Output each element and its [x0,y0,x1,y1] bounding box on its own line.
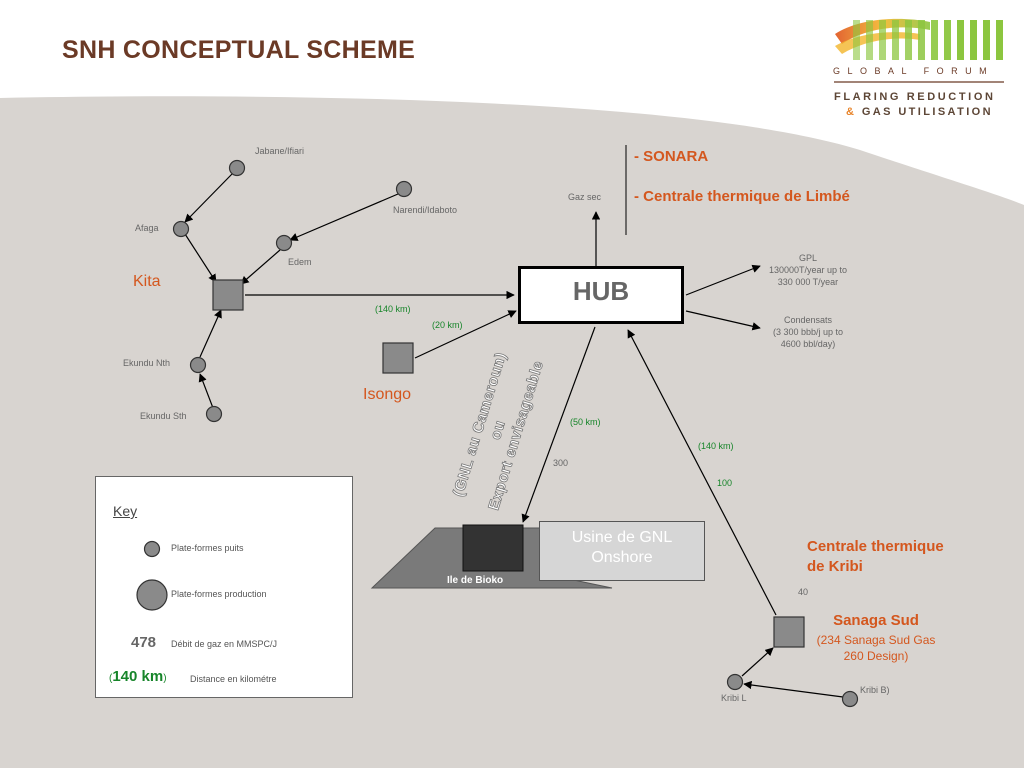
usine-gnl-box: Usine de GNL Onshore [539,521,705,581]
gpl-line-2: 130000T/year up to [768,265,848,275]
dash-limbe: - [634,188,639,205]
centrale-kribi-line-2: de Kribi [807,558,863,575]
arrow-jabane-afaga [184,173,233,223]
usine-line-2: Onshore [591,549,653,566]
label-kribi-b: Kribi B) [860,685,890,695]
logo-gas-utilisation-text: GAS UTILISATION [861,106,993,118]
arrow-hub-usine [521,326,596,523]
arrow-afaga-kita [184,233,217,283]
label-kribi-l: Kribi L [721,693,747,703]
centrale-kribi-line-1: Centrale thermique [807,538,944,555]
legend-box: Key Plate-formes puits Plate-formes prod… [95,476,353,698]
gpl-line-3: 330 000 T/year [777,277,839,287]
page-title: SNH CONCEPTUAL SCHEME [62,36,416,64]
arrow-kribib-kribil [743,680,844,698]
consumer-sonara: - SONARA [634,148,708,165]
arrow-edem-kita [240,249,281,285]
legend-km-number: 140 km [112,668,164,685]
logo-ampersand: & [846,106,857,118]
legend-well-symbol [143,540,161,558]
consumer-limbe: - Centrale thermique de Limbé [634,188,850,205]
label-ekundu-sth: Ekundu Sth [140,411,187,421]
platform-kita [212,279,244,311]
logo-gas-utilisation: & GAS UTILISATION [846,106,993,118]
distance-hub-usine: (50 km) [570,417,601,427]
well-edem [275,234,293,252]
sonara-text: SONARA [643,148,709,165]
condensats-line-3: 4600 bbl/day) [780,339,836,349]
well-ekundu-sth [205,405,223,423]
label-edem: Edem [288,257,312,267]
distance-kita-hub: (140 km) [375,304,411,314]
legend-flow-value: 478 [131,634,157,651]
well-afaga [172,220,190,238]
legend-production-text: Plate-formes production [171,589,267,599]
legend-flow-text: Débit de gaz en MMSPC/J [171,639,278,649]
flow-hub-usine: 300 [553,458,569,468]
label-gaz-sec: Gaz sec [568,192,602,202]
condensats-line-2: (3 300 bbb/j up to [772,327,844,337]
limbe-text: Centrale thermique de Limbé [643,188,850,205]
logo-global-forum: GLOBAL FORUM [833,66,995,76]
legend-km-close: ) [163,673,167,684]
label-isongo: Isongo [363,386,412,403]
label-jabane: Jabane/Ifiari [255,146,305,156]
dash-sonara: - [634,148,639,165]
hub-box: HUB [518,266,684,324]
label-ile-de-bioko: Ile de Bioko [447,575,504,586]
well-ekundu-nth [189,356,207,374]
label-kita: Kita [133,273,161,290]
legend-production-symbol [136,579,168,611]
global-forum-logo-graphic [834,18,1004,83]
well-kribi-b [841,690,859,708]
arrow-kribil-sanaga [741,647,774,677]
label-ekundu-nth: Ekundu Nth [123,358,171,368]
flow-kribi-centrale: 40 [798,587,809,597]
logo-flaring-reduction: FLARING REDUCTION [834,91,996,103]
arrow-hub-gpl [685,264,761,296]
arrow-sanaga-hub [627,329,777,616]
arrow-hub-condensats [685,310,761,331]
label-sanaga-sud-detail: (234 Sanaga Sud Gas 260 Design) [817,632,936,664]
legend-km-value: (140 km) [109,668,167,686]
sanaga-detail-line-1: (234 Sanaga Sud Gas [816,633,936,647]
flow-sanaga-hub: 100 [717,478,733,488]
platform-sanaga-sud [773,616,805,648]
condensats-line-1: Condensats [783,315,833,325]
well-jabane [228,159,246,177]
bioko-platform [462,524,524,572]
legend-km-open: ( [109,673,113,684]
gpl-line-1: GPL [798,253,817,263]
label-sanaga-sud: Sanaga Sud [833,612,919,629]
label-centrale-kribi: Centrale thermique de Kribi [807,537,944,577]
well-kribi-l [726,673,744,691]
arrow-ekundu-sth-nth [198,373,214,409]
label-narendi: Narendi/Idaboto [393,205,458,215]
platform-isongo [382,342,414,374]
label-gpl: GPL 130000T/year up to 330 000 T/year [769,252,847,288]
sanaga-detail-line-2: 260 Design) [843,649,909,663]
distance-isongo-hub: (20 km) [432,320,463,330]
arrow-ekundu-nth-kita [199,309,222,358]
label-condensats: Condensats (3 300 bbb/j up to 4600 bbl/d… [773,314,843,350]
label-afaga: Afaga [135,223,159,233]
distance-sanaga-hub: (140 km) [698,441,734,451]
well-narendi [395,180,413,198]
legend-title: Key [113,503,138,519]
arrow-narendi-edem [289,193,399,241]
arrow-isongo-hub [414,310,517,359]
legend-wells-text: Plate-formes puits [171,543,244,553]
legend-km-text: Distance en kilométre [190,674,277,684]
usine-line-1: Usine de GNL [571,529,673,546]
